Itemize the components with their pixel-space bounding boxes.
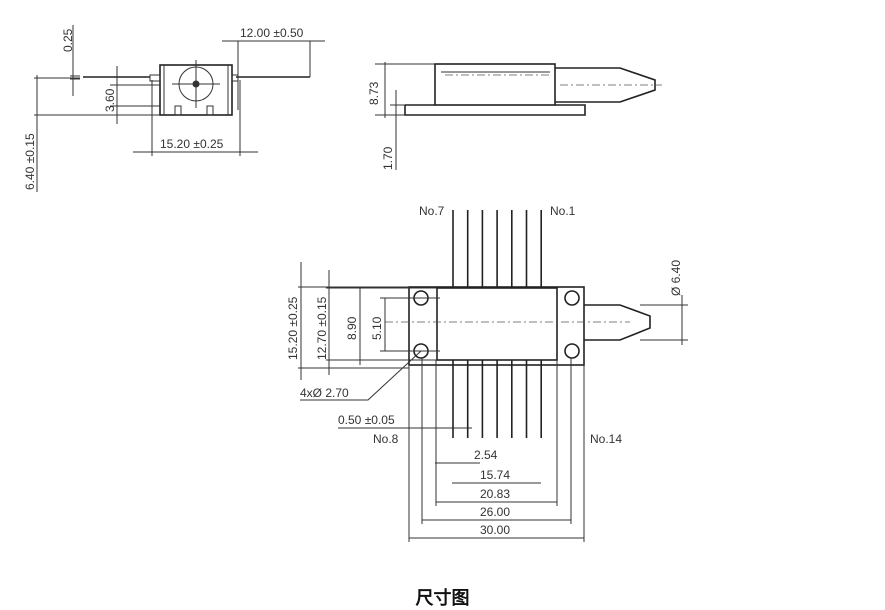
pin-label-no14: No.14: [590, 432, 622, 446]
dim-width: 15.20 ±0.25: [160, 137, 224, 151]
dim-total-length: 30.00: [480, 523, 510, 537]
dim-base: 1.70: [381, 146, 395, 170]
dim-fiber-dia: Ø 6.40: [669, 260, 683, 296]
dim-body-length: 20.83: [480, 487, 510, 501]
pin-label-no7: No.7: [419, 204, 445, 218]
dim-holes-outer: 8.90: [345, 316, 359, 340]
dim-total-height: 8.73: [367, 81, 381, 105]
dim-lead-height: 3.60: [103, 88, 117, 112]
dim-pitch: 2.54: [474, 448, 498, 462]
dim-lead-thickness: 0.25: [61, 28, 75, 52]
front-view: 8.73 1.70: [367, 62, 662, 170]
side-view: 0.25 12.00 ±0.50 3.60 15.20 ±0.25 6.40 ±…: [23, 25, 325, 192]
dim-pin-width: 0.50 ±0.05: [338, 413, 395, 427]
dim-holes-inner: 5.10: [370, 316, 384, 340]
dim-hole-dia: 4xØ 2.70: [300, 386, 349, 400]
dim-pin-span: 15.74: [480, 468, 510, 482]
dim-lead-length: 12.00 ±0.50: [240, 26, 304, 40]
pin-label-no1: No.1: [550, 204, 576, 218]
dim-hole-span: 26.00: [480, 505, 510, 519]
top-view: Ø 6.40 No.7 No.1 No.8 No.14 15.20 ±0.25 …: [286, 204, 688, 542]
figure-caption: 尺寸图: [415, 588, 470, 609]
dim-flange: 15.20 ±0.25: [286, 296, 300, 360]
dim-height: 6.40 ±0.15: [23, 133, 37, 190]
pin-label-no8: No.8: [373, 432, 399, 446]
dim-body: 12.70 ±0.15: [315, 296, 329, 360]
